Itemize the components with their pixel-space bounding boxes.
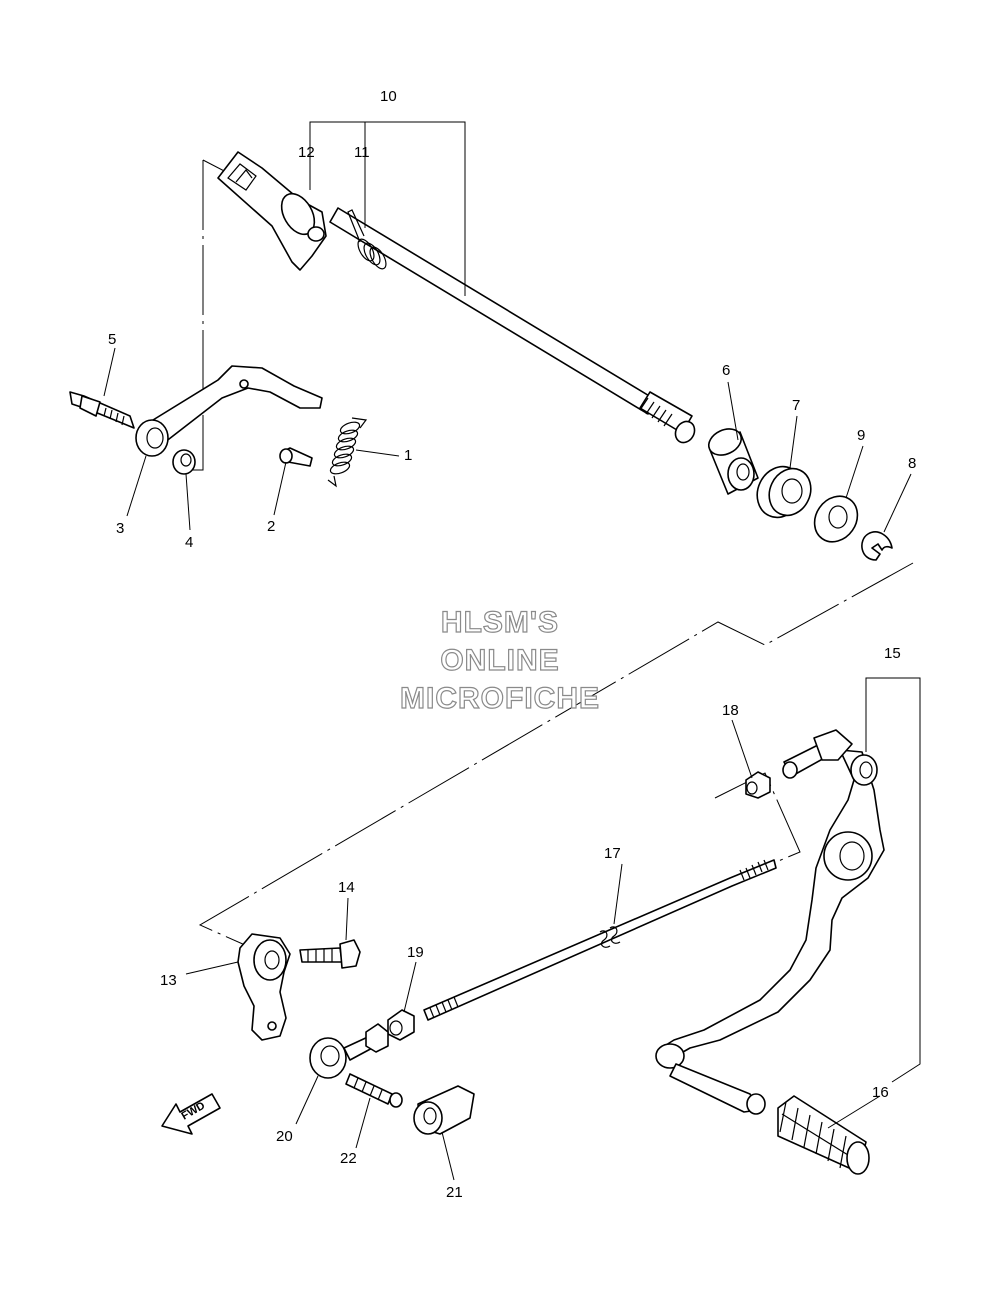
- callout-4: 4: [185, 534, 193, 551]
- callout-17: 17: [604, 845, 621, 862]
- shaft-spline-end: [639, 391, 696, 444]
- callout-7: 7: [792, 397, 800, 414]
- callout-2: 2: [267, 518, 275, 535]
- callout-9: 9: [857, 427, 865, 444]
- shaft-bushing: [707, 428, 759, 495]
- shift-pedal-assembly: [655, 677, 921, 1175]
- callout-3: 3: [116, 520, 124, 537]
- callout-13: 13: [160, 972, 177, 989]
- bolt-22: [345, 1073, 403, 1108]
- callout-11: 11: [354, 144, 370, 161]
- rod-joint: [309, 1023, 389, 1079]
- oil-seal: [756, 465, 812, 519]
- shift-shaft: [329, 207, 657, 415]
- lever-bolt: [69, 391, 135, 429]
- callout-16: 16: [872, 1084, 889, 1101]
- shaft-return-spring: [347, 209, 387, 270]
- callout-8: 8: [908, 455, 916, 472]
- leader-lines: [103, 347, 912, 1181]
- bolt-14: [299, 939, 361, 969]
- lever-boss: [135, 419, 169, 457]
- callout-12: 12: [298, 144, 315, 161]
- watermark: HLSM'S ONLINE MICROFICHE: [399, 605, 600, 715]
- shift-arm-lower: [237, 933, 291, 1041]
- watermark-line-2: ONLINE: [440, 644, 559, 677]
- nut-18: [745, 771, 771, 799]
- callout-10: 10: [380, 88, 397, 105]
- fwd-arrow-icon: FWD: [161, 1093, 221, 1135]
- callout-21: 21: [446, 1184, 463, 1201]
- callout-19: 19: [407, 944, 424, 961]
- callouts: 10 12 11 5 1 3 4 2 6 7 9 8 15 18 17 14 1…: [108, 88, 916, 1201]
- arm-pivot: [307, 226, 325, 242]
- shift-rod: [423, 859, 777, 1021]
- callout-14: 14: [338, 879, 355, 896]
- callout-15: 15: [884, 645, 901, 662]
- callout-18: 18: [722, 702, 739, 719]
- watermark-line-3: MICROFICHE: [400, 682, 600, 715]
- callout-5: 5: [108, 331, 116, 348]
- shift-lever-assembly: [69, 365, 323, 475]
- washer: [813, 495, 859, 543]
- watermark-line-1: HLSM'S: [441, 606, 559, 639]
- callout-6: 6: [722, 362, 730, 379]
- alignment-lines: [188, 159, 914, 946]
- pedal-pivot-boss: [823, 831, 873, 881]
- pedal-bolt: [782, 729, 853, 779]
- circlip: [861, 531, 893, 561]
- callout-22: 22: [340, 1150, 357, 1167]
- collar: [172, 449, 196, 475]
- shift-arm: [217, 151, 327, 271]
- shift-lever: [139, 365, 323, 447]
- spring-bolt: [279, 447, 313, 467]
- pedal-lower-eye: [655, 1043, 685, 1069]
- rubber-peg: [777, 1095, 870, 1175]
- rod-end-joint: [413, 1085, 475, 1135]
- shift-shaft-assembly: [217, 121, 696, 444]
- return-spring: [327, 417, 368, 488]
- pedal-upper-eye: [850, 754, 878, 786]
- callout-1: 1: [404, 447, 412, 464]
- peg-shaft: [669, 1063, 759, 1113]
- callout-20: 20: [276, 1128, 293, 1145]
- nut-19: [387, 1009, 415, 1041]
